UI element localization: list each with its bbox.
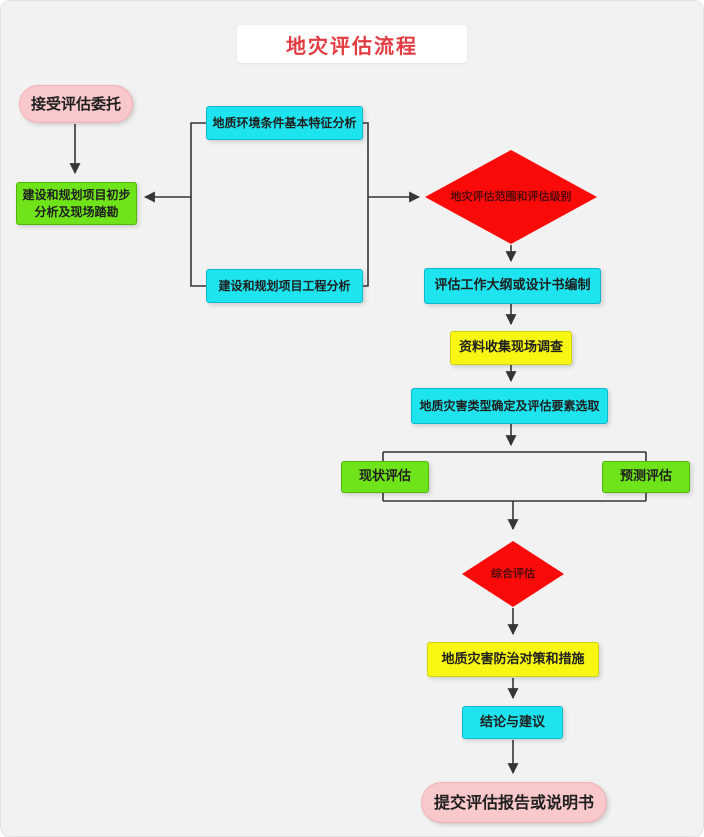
node-work-outline: 评估工作大纲或设计书编制 (424, 268, 601, 304)
node-initial-analysis: 建设和规划项目初步分析及现场踏勘 (16, 182, 137, 225)
node-data-survey: 资料收集现场调查 (450, 331, 572, 365)
node-predict-eval: 预测评估 (602, 461, 690, 493)
node-comprehensive-eval-decision: 综合评估 (462, 541, 564, 607)
node-start: 接受评估委托 (19, 85, 133, 123)
bracket-left (190, 122, 206, 287)
node-end: 提交评估报告或说明书 (421, 782, 607, 823)
bracket-right (363, 122, 369, 287)
node-scope-level-decision: 地灾评估范围和评估级别 (425, 150, 597, 244)
node-conclusion: 结论与建议 (462, 706, 563, 739)
node-current-eval: 现状评估 (341, 461, 429, 493)
page-title: 地灾评估流程 (237, 25, 467, 63)
merge-bar (382, 493, 647, 502)
split-bar (382, 451, 647, 461)
node-eng-analysis: 建设和规划项目工程分析 (206, 269, 363, 303)
node-type-factor: 地质灾害类型确定及评估要素选取 (411, 388, 608, 424)
node-env-analysis: 地质环境条件基本特征分析 (206, 106, 363, 140)
node-prevention: 地质灾害防治对策和措施 (427, 642, 599, 677)
